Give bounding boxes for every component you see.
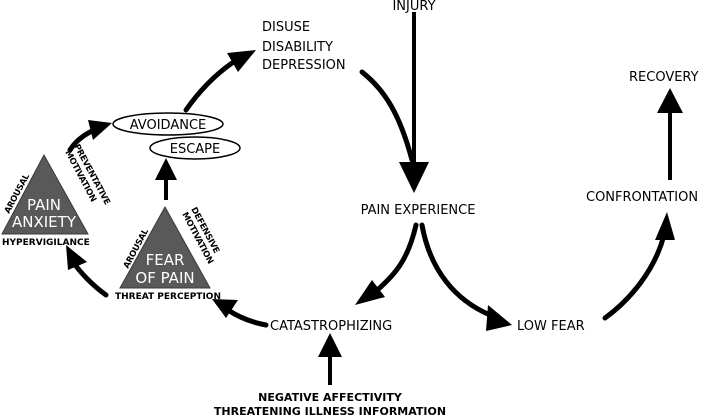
arrow-pain-to-catastrophizing bbox=[355, 222, 419, 305]
arrow-affectivity-to-catastrophizing bbox=[318, 333, 342, 385]
escape-ellipse bbox=[149, 136, 241, 160]
pain-experience-label: PAIN EXPERIENCE bbox=[361, 203, 476, 218]
arrow-depression-to-pain bbox=[359, 69, 415, 163]
arrow-fear-to-anxiety bbox=[66, 245, 109, 298]
avoidance-ellipse bbox=[112, 112, 224, 136]
disuse-label: DISUSE bbox=[262, 20, 310, 35]
hypervigilance-label: HYPERVIGILANCE bbox=[2, 238, 90, 248]
fear-of-pain-line2: OF PAIN bbox=[135, 269, 194, 287]
pain-anxiety-line2: ANXIETY bbox=[12, 213, 77, 231]
arrow-low-fear-to-confrontation bbox=[602, 212, 675, 321]
confrontation-label: CONFRONTATION bbox=[586, 190, 698, 205]
avoidance-label: AVOIDANCE bbox=[130, 118, 206, 133]
pain-anxiety-line1: PAIN bbox=[27, 196, 61, 214]
recovery-label: RECOVERY bbox=[629, 70, 699, 85]
arrow-confrontation-to-recovery bbox=[657, 88, 683, 180]
arrow-fear-to-escape bbox=[155, 158, 177, 200]
threatening-illness-label: THREATENING ILLNESS INFORMATION bbox=[214, 405, 446, 418]
arrow-catastrophizing-to-fear bbox=[212, 299, 269, 328]
disability-label: DISABILITY bbox=[262, 40, 333, 55]
low-fear-label: LOW FEAR bbox=[517, 319, 585, 334]
fear-of-pain-triangle bbox=[119, 205, 211, 289]
arrow-anxiety-to-avoidance bbox=[67, 120, 112, 153]
fear-of-pain-line1: FEAR bbox=[146, 251, 185, 269]
negative-affectivity-label: NEGATIVE AFFECTIVITY bbox=[258, 391, 403, 404]
arrow-pain-to-low-fear bbox=[419, 222, 512, 331]
catastrophizing-label: CATASTROPHIZING bbox=[270, 319, 392, 334]
pain-anxiety-triangle bbox=[1, 153, 89, 235]
threat-perception-label: THREAT PERCEPTION bbox=[115, 292, 221, 302]
arrow-injury-to-pain-experience bbox=[399, 12, 429, 193]
escape-label: ESCAPE bbox=[170, 142, 221, 157]
depression-label: DEPRESSION bbox=[262, 58, 346, 73]
arrow-avoidance-to-disuse bbox=[183, 50, 256, 113]
injury-label: INJURY bbox=[392, 0, 435, 14]
